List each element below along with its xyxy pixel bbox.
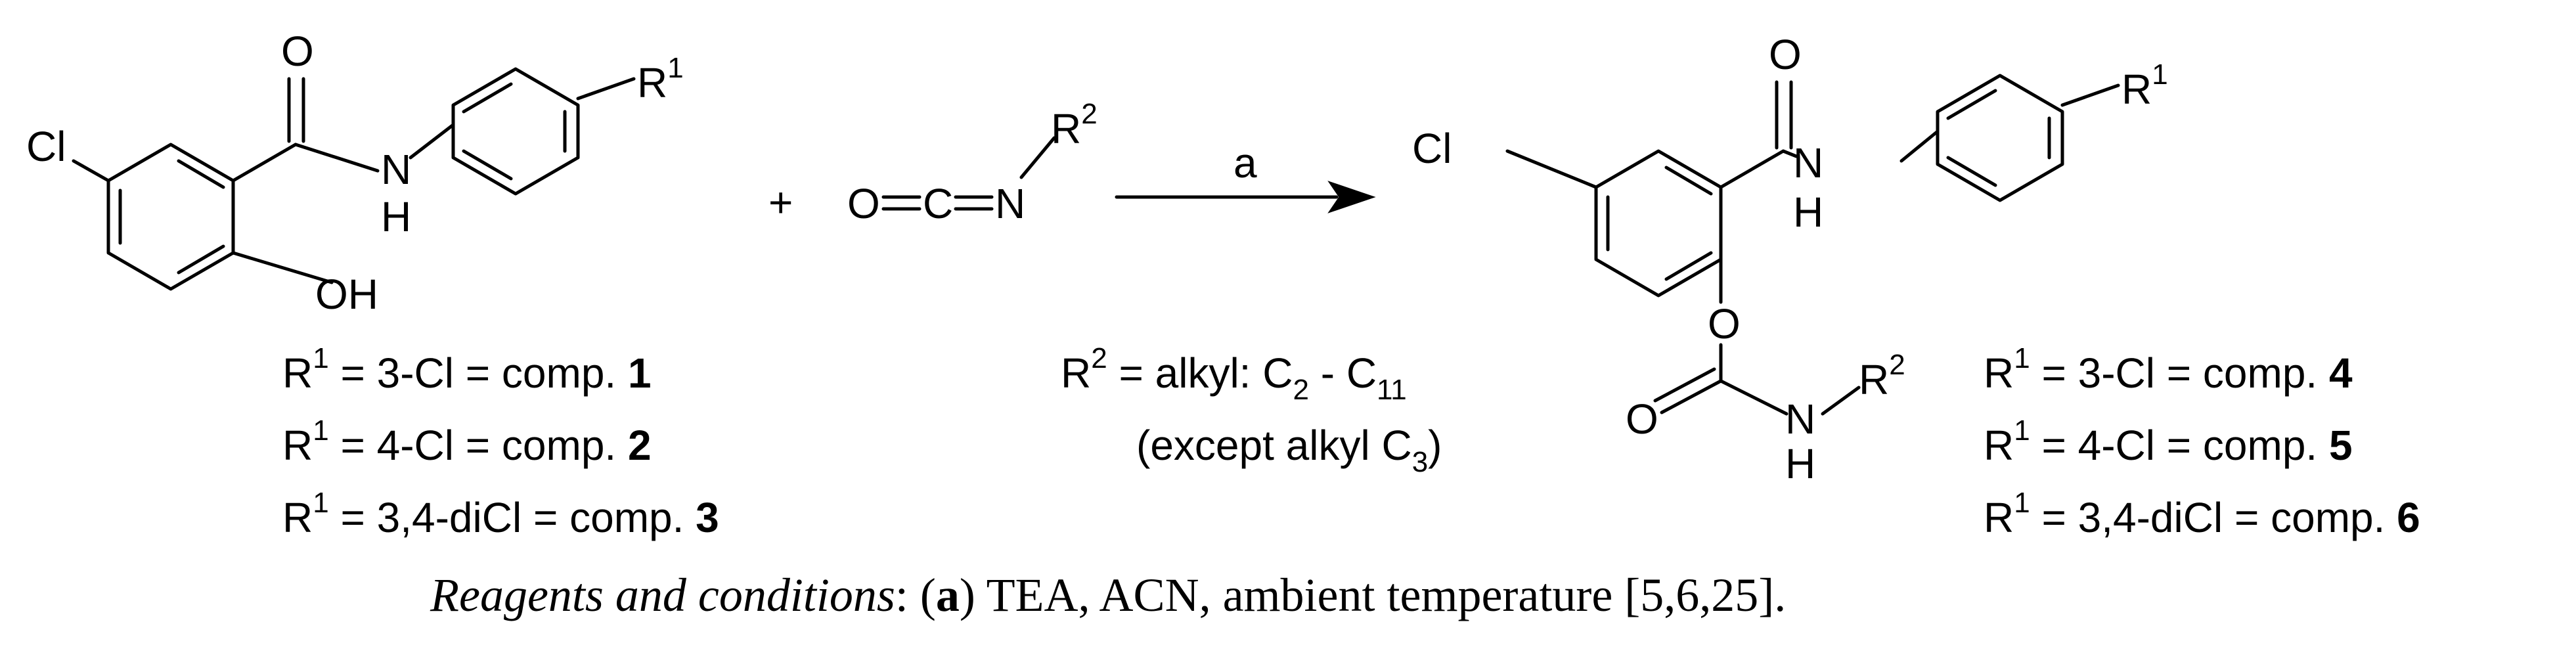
plus-sign: + bbox=[768, 179, 793, 226]
reactant-1-ring-to-carbonyl-bond bbox=[231, 143, 298, 183]
product-o-carbamate-label: O bbox=[1626, 395, 1658, 443]
product-cl-bond bbox=[1505, 149, 1598, 189]
reactant-1-n-to-phenyl-bond bbox=[409, 123, 455, 160]
isocyanate-r2-label: R2 bbox=[1051, 98, 1098, 152]
isocyanate-n-r2-bond bbox=[1019, 136, 1056, 179]
product-cl-label: Cl bbox=[1412, 125, 1452, 172]
product-definitions: R1 = 3-Cl = comp. 4 R1 = 4-Cl = comp. 5 … bbox=[1984, 342, 2420, 541]
product-n-r2-bond bbox=[1821, 386, 1861, 416]
isocyanate-c-label: C bbox=[923, 180, 953, 227]
product-r2-label: R2 bbox=[1859, 349, 1905, 403]
reactant-1-amide-bond bbox=[294, 143, 380, 173]
product-def-2: R1 = 4-Cl = comp. 5 bbox=[1984, 414, 2353, 469]
reactant-1-ring-b-inner-bond bbox=[462, 149, 513, 181]
reactant-1-def-3: R1 = 3,4-diCl = comp. 3 bbox=[282, 487, 719, 541]
reactant-1-n-label: N bbox=[381, 146, 411, 193]
product-r1-label: R1 bbox=[2121, 58, 2168, 113]
reactant-1-oh-bond bbox=[231, 251, 334, 284]
product-h-label: H bbox=[1793, 189, 1823, 236]
product-n-to-phenyl-bond bbox=[1899, 129, 1940, 163]
product-ring-a-inner-bond bbox=[1664, 166, 1713, 196]
arrow-condition-label: a bbox=[1233, 139, 1257, 187]
product-carbamate-n-bond bbox=[1719, 379, 1788, 416]
reactant-1-def-1: R1 = 3-Cl = comp. 1 bbox=[282, 342, 652, 397]
product-o-ether-label: O bbox=[1708, 300, 1741, 347]
r2-def-line-2: (except alkyl C3) bbox=[1136, 422, 1442, 478]
product-h2-label: H bbox=[1785, 440, 1815, 487]
isocyanate-o-label: O bbox=[847, 180, 880, 227]
reactant-1-cl-bond bbox=[72, 159, 110, 183]
reactant-1-cl-label: Cl bbox=[26, 123, 66, 170]
reactant-1-structure bbox=[72, 67, 636, 291]
reaction-arrow-head bbox=[1327, 181, 1376, 213]
reactant-1-definitions: R1 = 3-Cl = comp. 1 R1 = 4-Cl = comp. 2 … bbox=[282, 342, 719, 541]
product-n2-label: N bbox=[1785, 395, 1815, 443]
reaction-arrow bbox=[1115, 181, 1376, 213]
product-n-label: N bbox=[1793, 139, 1823, 187]
product-ring-to-carbonyl-bond bbox=[1719, 149, 1785, 189]
reactant-1-oh-label: OH bbox=[315, 271, 378, 318]
reactant-1-r1-bond bbox=[576, 77, 636, 100]
product-def-3: R1 = 3,4-diCl = comp. 6 bbox=[1984, 487, 2420, 541]
reactant-1-r1-label: R1 bbox=[637, 52, 684, 106]
product-ring-a bbox=[1594, 149, 1723, 298]
reactant-1-ring-a bbox=[106, 143, 235, 291]
reactant-1-o-label: O bbox=[281, 28, 314, 75]
product-amide-bond bbox=[1781, 149, 1798, 158]
product-ring-b-inner-bond bbox=[1946, 156, 1997, 187]
product-ring-b bbox=[1936, 74, 2064, 202]
reactant-1-ring-b bbox=[451, 67, 580, 196]
product-ring-a-inner-bond bbox=[1664, 251, 1713, 281]
product-r1-bond bbox=[2060, 83, 2120, 107]
reactant-1-ring-a-inner-bond bbox=[177, 244, 225, 275]
reactant-1-def-2: R1 = 4-Cl = comp. 2 bbox=[282, 414, 652, 469]
reactant-1-h-label: H bbox=[381, 193, 411, 240]
product-def-1: R1 = 3-Cl = comp. 4 bbox=[1984, 342, 2353, 397]
product-ring-b-inner-bond bbox=[1946, 89, 1997, 120]
product-carbamate-double-bond bbox=[1660, 379, 1723, 414]
reactant-1-ring-b-inner-bond bbox=[462, 82, 513, 114]
product-carbamate-double-bond bbox=[1653, 367, 1716, 403]
r2-def-line-1: R2 = alkyl: C2 - C11 bbox=[1061, 342, 1407, 406]
r2-definition: R2 = alkyl: C2 - C11 (except alkyl C3) bbox=[1061, 342, 1442, 478]
isocyanate-structure bbox=[881, 136, 1056, 211]
scheme-caption: Reagents and conditions: (a) TEA, ACN, a… bbox=[430, 569, 1786, 621]
reactant-1-ring-a-inner-bond bbox=[177, 159, 225, 189]
isocyanate-n-label: N bbox=[995, 180, 1025, 227]
product-structure bbox=[1505, 74, 2120, 416]
product-o-carbonyl-label: O bbox=[1769, 31, 1802, 78]
